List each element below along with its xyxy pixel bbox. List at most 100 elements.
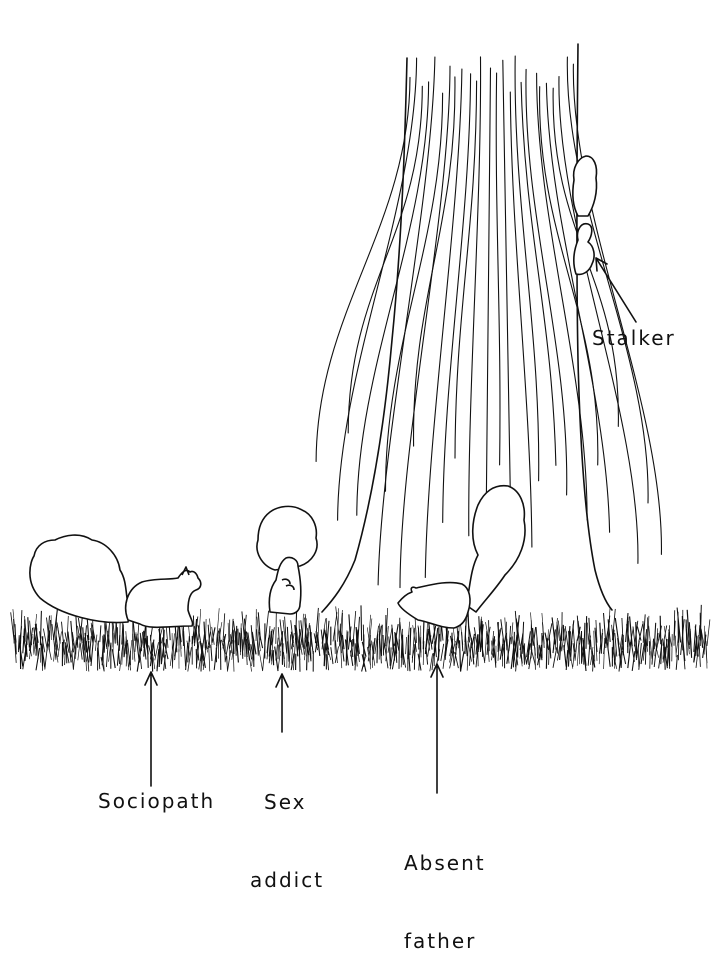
- grass-blade: [485, 631, 487, 661]
- grass-blade: [331, 647, 333, 664]
- grass-blade: [209, 646, 210, 671]
- grass-blade: [95, 635, 97, 651]
- sex-addict-squirrel: [257, 506, 317, 614]
- grass-blade: [564, 645, 566, 666]
- grass-blade: [674, 610, 675, 645]
- bark-line: [567, 57, 648, 503]
- grass-blade: [241, 623, 242, 649]
- grass-blade: [477, 635, 478, 666]
- grass-blade: [112, 649, 115, 668]
- grass-blade: [660, 616, 661, 645]
- grass-blade: [461, 651, 464, 671]
- label-arrows: [145, 258, 636, 793]
- tree-left-edge: [322, 58, 407, 612]
- grass-blade: [276, 613, 277, 644]
- grass-blade: [227, 656, 228, 670]
- stalker-arrow: [596, 258, 636, 322]
- grass-blade: [78, 638, 81, 661]
- sociopath-label: Sociopath: [98, 788, 215, 814]
- grass-blade: [80, 643, 82, 660]
- bark-line: [469, 57, 481, 536]
- grass-blade: [133, 622, 135, 641]
- grass-blade: [631, 640, 634, 661]
- sex-addict-arrow: [276, 674, 288, 732]
- grass-blade: [160, 635, 161, 664]
- grass-blade: [259, 650, 263, 671]
- grass-blade: [72, 651, 74, 670]
- absent-father-arrow: [431, 664, 443, 793]
- grass-blade: [289, 634, 291, 667]
- grass-blade: [594, 631, 595, 662]
- bark-line: [425, 69, 462, 578]
- grass-blade: [707, 619, 710, 646]
- absent-father-label-line2: father: [404, 928, 486, 954]
- grass-blade: [639, 643, 642, 670]
- grass-blade: [118, 650, 119, 665]
- grass-blade: [489, 620, 490, 651]
- grass-blade: [537, 638, 538, 659]
- stalker-squirrel-tail: [573, 156, 597, 216]
- grass-blade: [529, 640, 530, 655]
- grass-blade: [48, 644, 51, 660]
- grass-blade: [383, 635, 384, 656]
- grass-blade: [307, 637, 308, 671]
- grass-blade: [284, 652, 285, 667]
- bark-line: [540, 87, 598, 465]
- grass-blade: [384, 643, 388, 668]
- grass-blade: [287, 641, 288, 668]
- grass-blade: [675, 636, 676, 658]
- stalker-label: Stalker: [592, 325, 676, 351]
- grass-blade: [549, 623, 552, 640]
- sociopath-arrow: [145, 672, 157, 786]
- grass-blade: [227, 650, 230, 671]
- bark-line: [348, 86, 422, 433]
- grass-blade: [238, 629, 239, 646]
- grass-blade: [426, 646, 428, 664]
- grass-blade: [210, 619, 213, 646]
- bark-line: [510, 92, 532, 547]
- sex-addict-label: Sex addict: [250, 737, 324, 919]
- grass-blade: [575, 640, 577, 661]
- grass-blade: [563, 625, 564, 641]
- grass-blade: [65, 645, 66, 665]
- grass-blade: [204, 622, 205, 649]
- grass-blade: [406, 637, 407, 654]
- absent-father-squirrel-body: [398, 583, 470, 628]
- grass-blade: [100, 625, 101, 642]
- grass-blade: [184, 631, 186, 666]
- grass-blade: [586, 616, 587, 649]
- grass-blade: [636, 622, 637, 654]
- absent-father-squirrel-tail: [466, 486, 525, 612]
- sociopath-squirrel-tail: [30, 535, 130, 622]
- grass-blade: [242, 639, 243, 656]
- grass-blade: [154, 642, 155, 656]
- absent-father-label: Absent father: [404, 798, 486, 980]
- grass-blade: [57, 622, 60, 643]
- grass-blade: [287, 627, 289, 662]
- bark-line: [526, 69, 567, 495]
- grass-blade: [381, 625, 382, 656]
- grass-blade: [354, 639, 355, 665]
- grass-blade: [257, 629, 259, 654]
- grass-blade: [211, 645, 212, 661]
- grass-blade: [363, 625, 364, 642]
- grass-blade: [157, 649, 159, 671]
- bark-line: [559, 77, 638, 564]
- grass-blade: [686, 620, 687, 656]
- grass-blade: [535, 647, 536, 669]
- absent-father-label-line1: Absent: [404, 850, 486, 876]
- grass-blade: [13, 619, 14, 644]
- grass-blade: [361, 605, 362, 640]
- sex-addict-label-line2: addict: [250, 867, 324, 893]
- grass-blade: [638, 648, 639, 667]
- cartoon-scene: [0, 0, 727, 880]
- bark-line: [496, 73, 500, 465]
- grass-blade: [460, 640, 461, 671]
- sociopath-squirrel: [30, 535, 201, 627]
- grass-blade: [474, 637, 475, 658]
- grass-blade: [43, 629, 47, 648]
- bark-line: [503, 60, 512, 550]
- sociopath-squirrel-body: [126, 570, 201, 627]
- sex-addict-label-line1: Sex: [250, 789, 324, 815]
- grass-blade: [441, 644, 444, 661]
